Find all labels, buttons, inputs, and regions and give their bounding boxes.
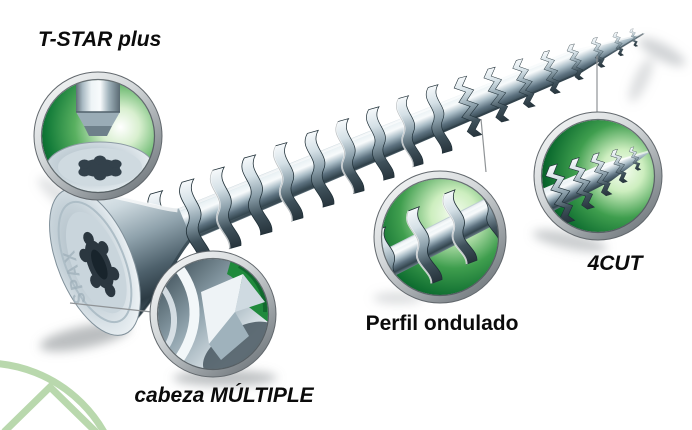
spax-watermark-icon	[0, 360, 107, 430]
driver-bit	[76, 80, 120, 136]
inset-thread-content	[382, 179, 498, 295]
callout-label-tstar: T-STAR plus	[38, 28, 162, 51]
leader-line-head	[69, 302, 153, 313]
inset-wave-thread	[373, 170, 507, 304]
tstar-recess	[79, 231, 120, 298]
inset-multi-head	[149, 250, 277, 378]
callout-label-4cut: 4CUT	[587, 252, 643, 275]
callout-label-cabeza-multiple: cabeza MÚLTIPLE	[134, 384, 314, 407]
inset-screw-head-face	[45, 141, 154, 192]
callout-label-perfil-ondulado: Perfil ondulado	[365, 312, 519, 335]
inset-4cut-tip	[533, 111, 663, 241]
inset-tip-content	[542, 120, 654, 232]
inset-tstar-drive	[33, 71, 163, 201]
leader-line-thread	[480, 118, 487, 173]
leader-lines	[69, 56, 598, 313]
inset-tstar-content	[42, 80, 154, 192]
